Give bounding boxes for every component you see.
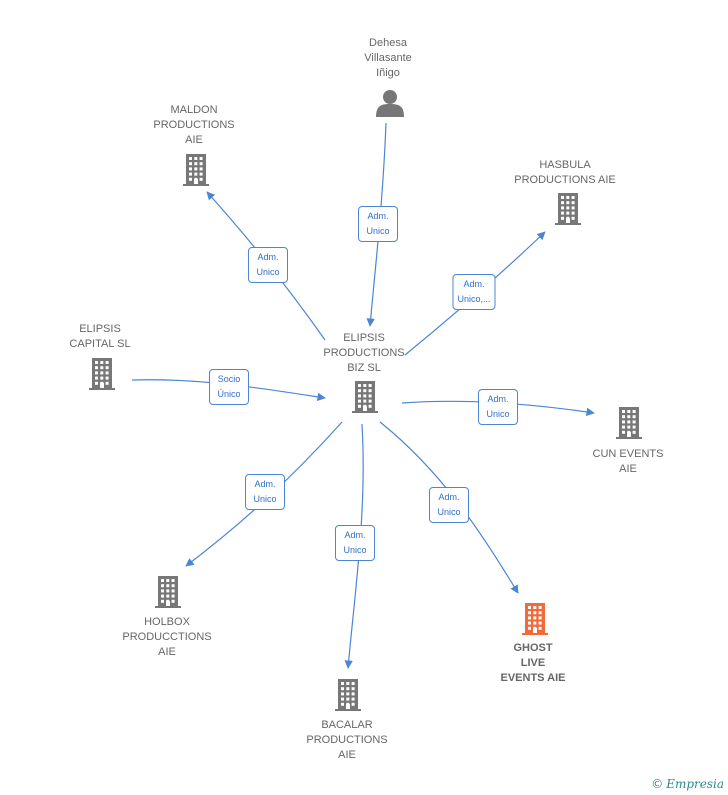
node-label-hasbula[interactable]: HASBULA PRODUCTIONS AIE (514, 159, 616, 186)
node-label-cun[interactable]: CUN EVENTS AIE (592, 448, 664, 475)
node-label-elipsis_prod[interactable]: ELIPSIS PRODUCTIONS BIZ SL (323, 332, 405, 374)
building-icon-elipsis_prod[interactable] (352, 381, 378, 413)
node-label-elipsis_capital[interactable]: ELIPSIS CAPITAL SL (69, 323, 131, 350)
edge-label-elipsis_prod-to-ghost[interactable]: Adm. Unico (429, 487, 469, 523)
brand-name: Empresia (666, 777, 724, 791)
building-icon-bacalar[interactable] (335, 679, 361, 711)
building-icon-elipsis_capital[interactable] (89, 358, 115, 390)
copyright-symbol: © (651, 777, 664, 791)
building-icon-maldon[interactable] (183, 154, 209, 186)
edge-label-elipsis_capital-to-elipsis_prod[interactable]: Socio Único (209, 369, 249, 405)
brand-watermark: ©Empresia (651, 777, 724, 791)
building-icon-ghost[interactable] (522, 603, 548, 635)
edge-label-elipsis_prod-to-cun[interactable]: Adm. Unico (478, 389, 518, 425)
node-label-ghost[interactable]: GHOST LIVE EVENTS AIE (500, 642, 566, 684)
node-label-holbox[interactable]: HOLBOX PRODUCCTIONS AIE (122, 616, 212, 658)
node-label-bacalar[interactable]: BACALAR PRODUCTIONS AIE (306, 719, 388, 761)
nodes (89, 90, 642, 711)
edge-label-elipsis_prod-to-maldon[interactable]: Adm. Unico (248, 247, 288, 283)
person-icon-dehesa[interactable] (376, 90, 404, 117)
node-label-dehesa[interactable]: Dehesa Villasante Iñigo (364, 37, 412, 79)
building-icon-cun[interactable] (616, 407, 642, 439)
node-label-maldon[interactable]: MALDON PRODUCTIONS AIE (153, 104, 235, 146)
building-icon-hasbula[interactable] (555, 193, 581, 225)
edge-label-elipsis_prod-to-holbox[interactable]: Adm. Unico (245, 474, 285, 510)
edge-label-elipsis_prod-to-hasbula[interactable]: Adm. Unico,... (452, 274, 496, 310)
edge-label-dehesa-to-elipsis_prod[interactable]: Adm. Unico (358, 206, 398, 242)
edge-label-elipsis_prod-to-bacalar[interactable]: Adm. Unico (335, 525, 375, 561)
building-icon-holbox[interactable] (155, 576, 181, 608)
